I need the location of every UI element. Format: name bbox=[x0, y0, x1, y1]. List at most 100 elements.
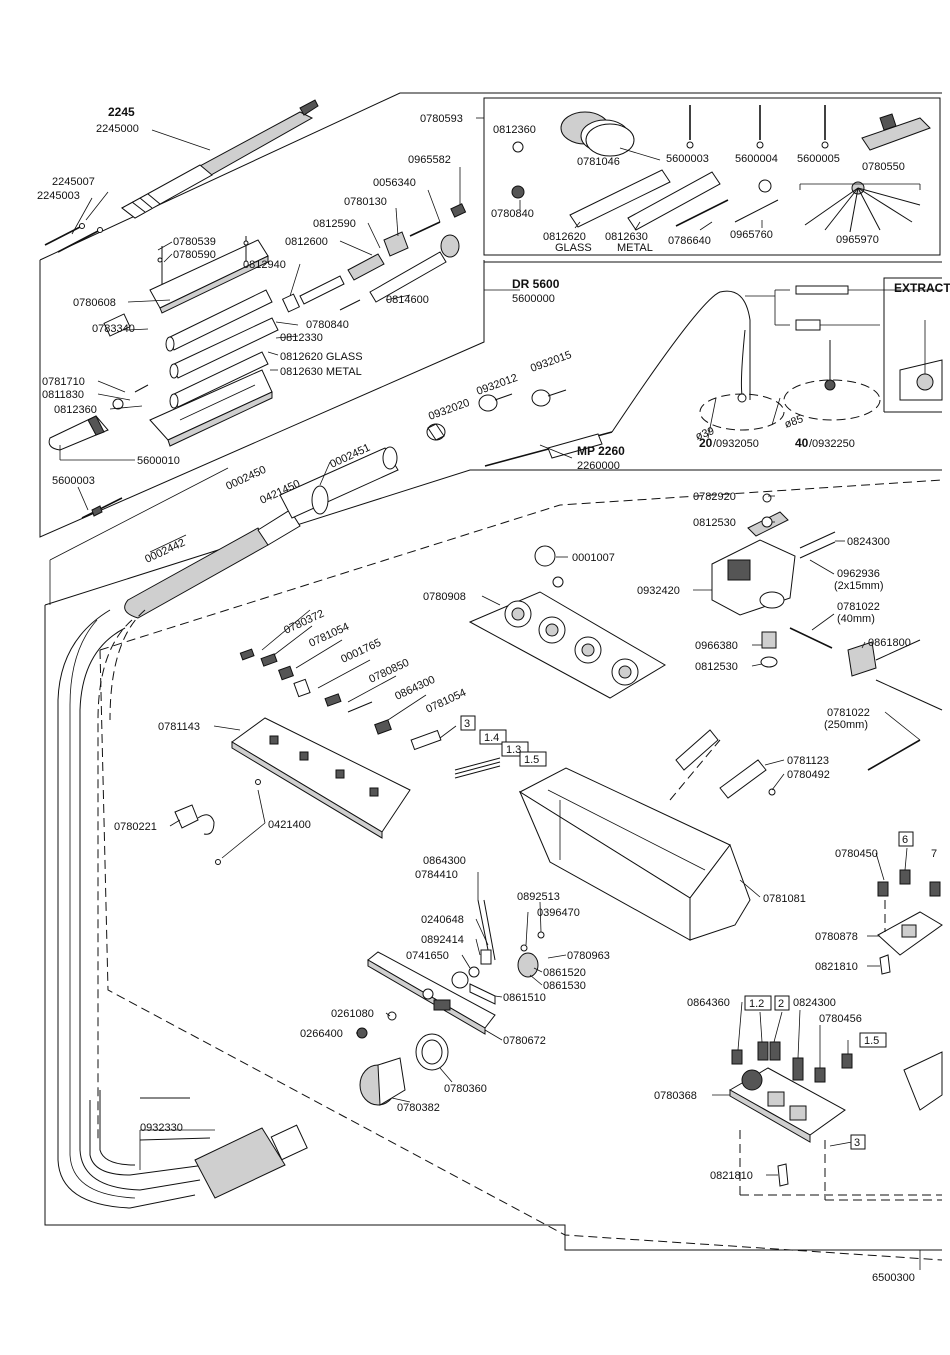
part-number-labels: 2245 2245000 2245007 2245003 0780539 078… bbox=[37, 105, 950, 1284]
label-0932050: /0932050 bbox=[713, 438, 759, 450]
label-2260000: 2260000 bbox=[577, 460, 620, 472]
label-0814600: 0814600 bbox=[386, 294, 429, 306]
label-0002442: 0002442 bbox=[143, 537, 187, 566]
label-0780382: 0780382 bbox=[397, 1102, 440, 1114]
label-0780908: 0780908 bbox=[423, 591, 466, 603]
hose-assembly bbox=[57, 609, 308, 1209]
label-0240648: 0240648 bbox=[421, 914, 464, 926]
label-0966380: 0966380 bbox=[695, 640, 738, 652]
label-0812360-b: 0812360 bbox=[493, 124, 536, 136]
label-0780850: 0780850 bbox=[367, 657, 411, 686]
badge-3-a: 3 bbox=[464, 718, 470, 730]
label-0812530-a: 0812530 bbox=[693, 517, 736, 529]
label-0932420: 0932420 bbox=[637, 585, 680, 597]
label-0861800: 0861800 bbox=[868, 637, 911, 649]
label-extract: EXTRACT bbox=[894, 281, 950, 295]
brackets-0781123 bbox=[669, 729, 776, 801]
label-0812590: 0812590 bbox=[313, 218, 356, 230]
label-0812530-b: 0812530 bbox=[695, 661, 738, 673]
switch-panel-0780672 bbox=[356, 899, 545, 1039]
label-2x15mm: (2x15mm) bbox=[834, 580, 884, 592]
label-0780672: 0780672 bbox=[503, 1035, 546, 1047]
label-5600010: 5600010 bbox=[137, 455, 180, 467]
label-5600003-a: 5600003 bbox=[52, 475, 95, 487]
frame-extract bbox=[883, 277, 942, 413]
label-0812630-metal-a: 0812630 METAL bbox=[280, 366, 362, 378]
frame-station bbox=[44, 469, 943, 1270]
pcb-0780368 bbox=[728, 1041, 943, 1201]
handpiece-cover bbox=[149, 236, 269, 314]
label-0965760: 0965760 bbox=[730, 229, 773, 241]
label-0824300-a: 0824300 bbox=[847, 536, 890, 548]
rings-0780360 bbox=[359, 1033, 449, 1106]
label-0781081: 0781081 bbox=[763, 893, 806, 905]
label-0821810-a: 0821810 bbox=[815, 961, 858, 973]
label-0780130: 0780130 bbox=[344, 196, 387, 208]
label-0892414: 0892414 bbox=[421, 934, 464, 946]
label-0965970: 0965970 bbox=[836, 234, 879, 246]
badge-boxes bbox=[460, 715, 914, 1150]
label-0864360: 0864360 bbox=[687, 997, 730, 1009]
label-0861520: 0861520 bbox=[543, 967, 586, 979]
fitting-0966380 bbox=[760, 627, 943, 771]
label-2245003: 2245003 bbox=[37, 190, 80, 202]
label-0962936: 0962936 bbox=[837, 568, 880, 580]
pcb-connectors bbox=[239, 648, 501, 779]
label-2245: 2245 bbox=[108, 105, 135, 119]
label-40mm: (40mm) bbox=[837, 613, 875, 625]
label-0932020: 0932020 bbox=[427, 397, 471, 423]
handpiece-base bbox=[149, 369, 273, 447]
label-0780608: 0780608 bbox=[73, 297, 116, 309]
badge-1-5-a: 1.5 bbox=[524, 754, 539, 766]
nozzles-dr5600 bbox=[426, 389, 567, 441]
label-2245007: 2245007 bbox=[52, 176, 95, 188]
label-6500300: 6500300 bbox=[872, 1272, 915, 1284]
pcb-0780878 bbox=[877, 869, 943, 975]
label-0812620-glass-a: 0812620 GLASS bbox=[280, 351, 363, 363]
label-0780221: 0780221 bbox=[114, 821, 157, 833]
extract-holders bbox=[699, 285, 942, 439]
label-0421400: 0421400 bbox=[268, 819, 311, 831]
front-panel-0780908 bbox=[468, 545, 666, 699]
tip-5600003 bbox=[81, 497, 123, 519]
label-0786640: 0786640 bbox=[668, 235, 711, 247]
label-0001007: 0001007 bbox=[572, 552, 615, 564]
label-0780840-a: 0780840 bbox=[306, 319, 349, 331]
label-0780456: 0780456 bbox=[819, 1013, 862, 1025]
label-0864300-a: 0864300 bbox=[393, 674, 437, 703]
label-0001765: 0001765 bbox=[339, 637, 383, 666]
label-0780368: 0780368 bbox=[654, 1090, 697, 1102]
label-0861530: 0861530 bbox=[543, 980, 586, 992]
label-0056340: 0056340 bbox=[373, 177, 416, 189]
label-diameter-85: ø85 bbox=[783, 413, 805, 431]
handle-2245 bbox=[121, 99, 319, 219]
label-5600000: 5600000 bbox=[512, 293, 555, 305]
label-0782920: 0782920 bbox=[693, 491, 736, 503]
enclosure-0781081 bbox=[518, 767, 751, 941]
power-module-0932420 bbox=[711, 493, 836, 616]
frame-dr5600 bbox=[483, 261, 942, 342]
label-dr5600: DR 5600 bbox=[512, 277, 560, 291]
frame-accessories bbox=[483, 97, 941, 256]
label-0781046: 0781046 bbox=[577, 156, 620, 168]
label-0784410: 0784410 bbox=[415, 869, 458, 881]
label-0932015: 0932015 bbox=[529, 349, 573, 375]
badge-2: 2 bbox=[778, 998, 784, 1010]
badge-1-5-b: 1.5 bbox=[864, 1035, 879, 1047]
label-glass-b: GLASS bbox=[555, 242, 592, 254]
label-0741650: 0741650 bbox=[406, 950, 449, 962]
tips-2245 bbox=[44, 223, 103, 253]
label-0780963: 0780963 bbox=[567, 950, 610, 962]
label-0812360-a: 0812360 bbox=[54, 404, 97, 416]
label-0781054-a: 0781054 bbox=[307, 621, 351, 650]
label-0932012: 0932012 bbox=[475, 372, 519, 398]
label-0396470: 0396470 bbox=[537, 907, 580, 919]
label-0892513: 0892513 bbox=[517, 891, 560, 903]
extract-stand bbox=[899, 320, 943, 401]
label-0266400: 0266400 bbox=[300, 1028, 343, 1040]
accessory-parts bbox=[511, 105, 931, 233]
label-5600003-b: 5600003 bbox=[666, 153, 709, 165]
hot-air-handle bbox=[124, 446, 399, 619]
label-0861510: 0861510 bbox=[503, 992, 546, 1004]
badge-1-3: 1.3 bbox=[506, 744, 521, 756]
